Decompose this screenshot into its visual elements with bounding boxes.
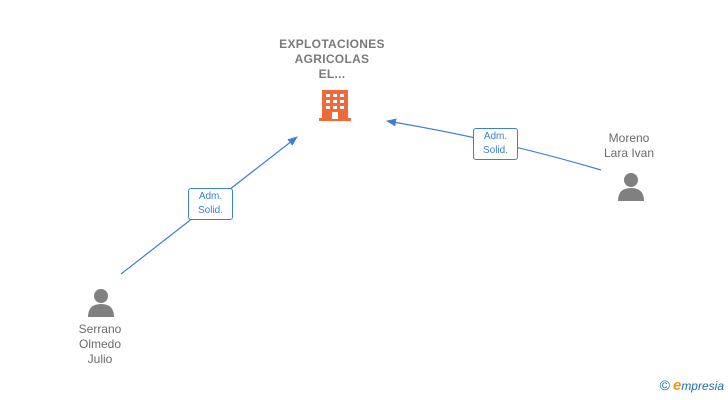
person-name-moreno[interactable]: Moreno Lara Ivan [585, 131, 673, 161]
person-icon[interactable] [616, 171, 646, 201]
brand-initial: e [672, 377, 682, 394]
brand-name: mpresia [681, 379, 724, 393]
person-name-line: Olmedo [78, 337, 122, 351]
company-name[interactable]: EXPLOTACIONES AGRICOLAS EL... [262, 37, 402, 82]
building-icon[interactable] [318, 87, 352, 122]
edge-label-line: Solid. [197, 205, 223, 216]
person-name-line: Lara Ivan [603, 146, 655, 160]
company-name-line: EL... [318, 67, 346, 81]
empresia-watermark: ©empresia [660, 377, 724, 394]
person-name-serrano[interactable]: Serrano Olmedo Julio [56, 322, 144, 367]
person-icon[interactable] [86, 287, 116, 317]
person-name-line: Julio [87, 352, 113, 366]
edge-label-line: Adm. [198, 191, 223, 202]
edge-label-line: Solid. [482, 145, 508, 156]
edge-label-moreno: Adm. Solid. [473, 128, 518, 160]
edge-label-serrano: Adm. Solid. [188, 188, 233, 220]
person-name-line: Moreno [608, 131, 650, 145]
person-name-line: Serrano [78, 322, 122, 336]
edge-label-line: Adm. [483, 131, 508, 142]
company-name-line: EXPLOTACIONES [279, 37, 385, 51]
company-name-line: AGRICOLAS [294, 52, 370, 66]
copyright-symbol: © [659, 377, 670, 393]
